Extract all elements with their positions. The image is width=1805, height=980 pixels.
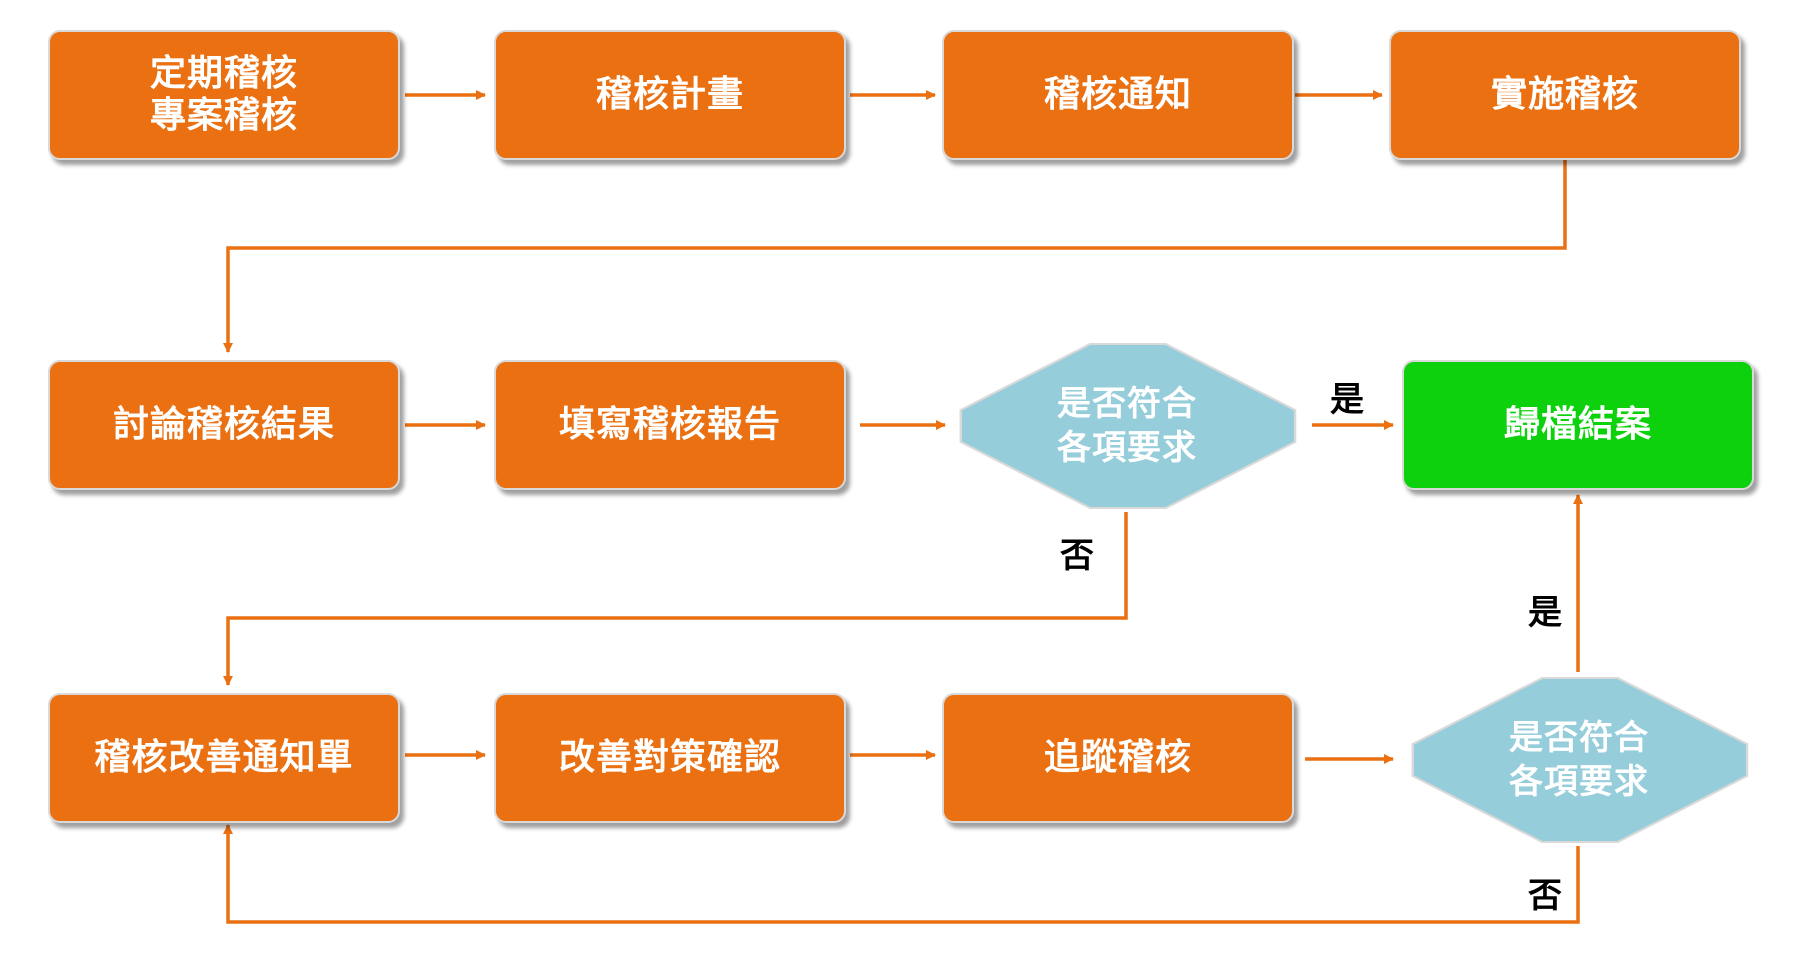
- decision-check2: 是否符合 各項要求: [1402, 672, 1756, 848]
- arrow-check2-no-to-improve: [223, 824, 1580, 924]
- decision-check1-line1: 是否符合: [1057, 384, 1197, 424]
- label-check2-yes: 是: [1528, 593, 1562, 633]
- decision-check2-line2: 各項要求: [1509, 762, 1649, 802]
- decision-check1-line2: 各項要求: [1057, 428, 1197, 468]
- label-check2-no: 否: [1528, 876, 1562, 916]
- decision-check1-shape: [959, 343, 1297, 509]
- step-archive-label: 歸檔結案: [1503, 404, 1652, 445]
- step-start: 定期稽核 專案稽核: [48, 30, 400, 160]
- step-countermeasure: 改善對策確認: [494, 693, 846, 823]
- step-discuss-label: 討論稽核結果: [112, 404, 335, 445]
- step-plan-label: 稽核計畫: [595, 74, 744, 115]
- step-improve-notice-label: 稽核改善通知單: [94, 737, 354, 778]
- arrow-check1-no-to-improve: [223, 512, 1128, 686]
- step-execute: 實施稽核: [1389, 30, 1741, 160]
- step-discuss: 討論稽核結果: [48, 360, 400, 490]
- step-notice: 稽核通知: [942, 30, 1294, 160]
- step-follow-up: 追蹤稽核: [942, 693, 1294, 823]
- step-execute-label: 實施稽核: [1490, 74, 1639, 115]
- step-report-label: 填寫稽核報告: [558, 404, 781, 445]
- label-check1-yes: 是: [1330, 380, 1364, 420]
- decision-check2-shape: [1411, 677, 1749, 843]
- step-archive: 歸檔結案: [1402, 360, 1754, 490]
- label-check1-no: 否: [1060, 536, 1094, 576]
- step-countermeasure-label: 改善對策確認: [558, 737, 781, 778]
- step-start-line2: 專案稽核: [149, 95, 298, 136]
- decision-check2-line1: 是否符合: [1509, 718, 1649, 758]
- step-notice-label: 稽核通知: [1043, 74, 1192, 115]
- step-plan: 稽核計畫: [494, 30, 846, 160]
- step-improve-notice: 稽核改善通知單: [48, 693, 400, 823]
- decision-check1: 是否符合 各項要求: [950, 338, 1304, 514]
- step-report: 填寫稽核報告: [494, 360, 846, 490]
- arrow-execute-to-discuss: [223, 160, 1567, 353]
- step-follow-up-label: 追蹤稽核: [1043, 737, 1192, 778]
- step-start-line1: 定期稽核: [149, 53, 298, 94]
